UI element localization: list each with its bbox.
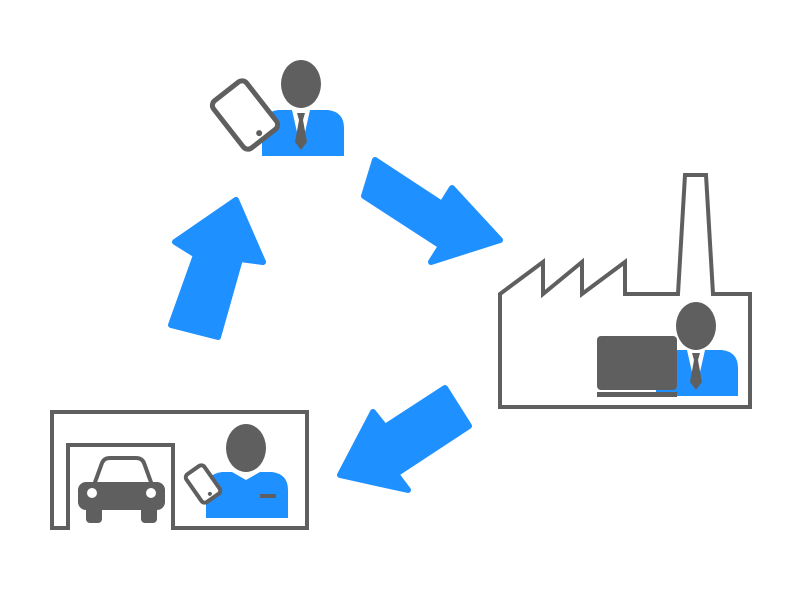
laptop-icon bbox=[597, 336, 677, 397]
person-head bbox=[676, 302, 716, 350]
garage-node bbox=[50, 410, 309, 530]
phone-icon bbox=[183, 463, 223, 505]
mobile-worker-node bbox=[209, 60, 344, 156]
pocket bbox=[260, 494, 276, 498]
car-icon bbox=[78, 456, 165, 523]
person-icon bbox=[262, 60, 344, 156]
arrow-icon bbox=[168, 197, 266, 340]
person-body bbox=[206, 472, 288, 518]
tie-icon bbox=[295, 113, 307, 150]
person-head bbox=[226, 424, 266, 472]
tablet-icon bbox=[209, 78, 281, 152]
person-icon bbox=[206, 424, 288, 518]
collar bbox=[232, 472, 260, 480]
arrow-icon bbox=[337, 385, 472, 493]
person-head bbox=[281, 60, 321, 108]
arrow-icon bbox=[361, 157, 503, 265]
factory-outline bbox=[498, 173, 752, 409]
tie-icon bbox=[690, 353, 702, 390]
factory-node bbox=[498, 173, 752, 409]
